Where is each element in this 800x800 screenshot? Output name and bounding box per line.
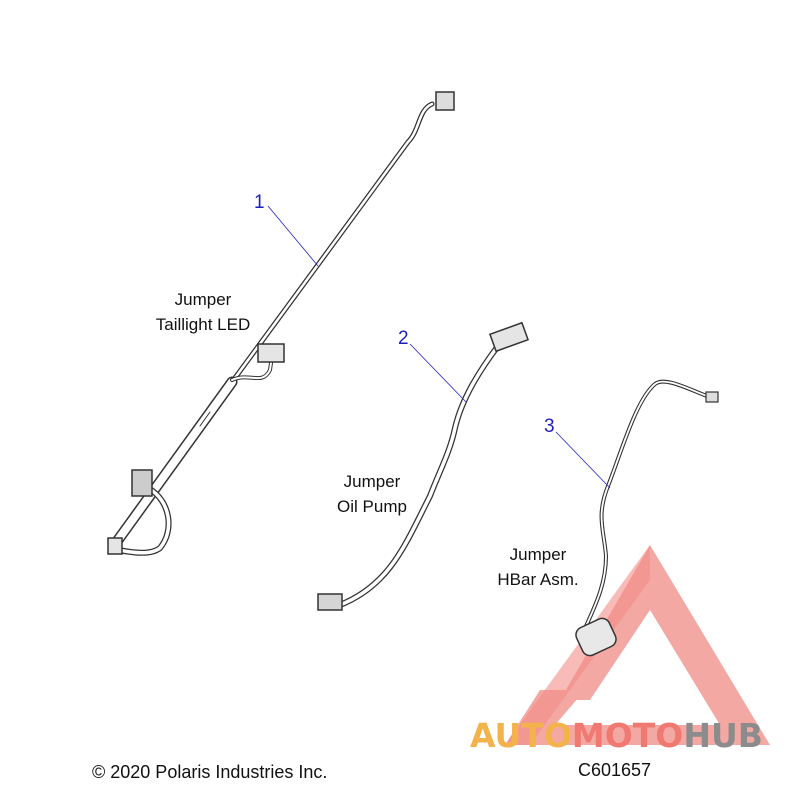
part-label-line: Jumper bbox=[343, 472, 401, 491]
copyright-text: © 2020 Polaris Industries Inc. bbox=[92, 762, 328, 782]
part-label-line: Oil Pump bbox=[337, 497, 407, 516]
part-label-taillight-led: Jumper Taillight LED bbox=[148, 287, 258, 337]
part-label-line: Jumper bbox=[174, 290, 232, 309]
part-label-hbar-asm: Jumper HBar Asm. bbox=[488, 542, 588, 592]
harness-oil-pump bbox=[317, 321, 530, 611]
harness-hbar-asm bbox=[575, 379, 719, 657]
watermark-auto: AUTO bbox=[470, 716, 572, 755]
callout-number-2: 2 bbox=[398, 328, 409, 349]
harness-taillight-led bbox=[107, 91, 455, 556]
diagram-code: C601657 bbox=[578, 760, 652, 780]
part-label-line: Jumper bbox=[509, 545, 567, 564]
callout-number-3: 3 bbox=[544, 416, 555, 437]
watermark-logo bbox=[505, 545, 770, 745]
part-label-line: Taillight LED bbox=[155, 315, 251, 334]
leader-line-1 bbox=[267, 205, 319, 267]
watermark-text: AUTOMOTOHUB bbox=[470, 716, 763, 755]
watermark-hub: HUB bbox=[683, 716, 763, 755]
part-label-oil-pump: Jumper Oil Pump bbox=[322, 469, 422, 519]
part-label-line: HBar Asm. bbox=[497, 570, 579, 589]
leader-line-3 bbox=[555, 431, 611, 489]
leader-line-2 bbox=[409, 343, 467, 403]
leader-lines bbox=[267, 205, 611, 489]
watermark-moto: MOTO bbox=[571, 716, 684, 755]
callout-number-1: 1 bbox=[254, 192, 265, 213]
